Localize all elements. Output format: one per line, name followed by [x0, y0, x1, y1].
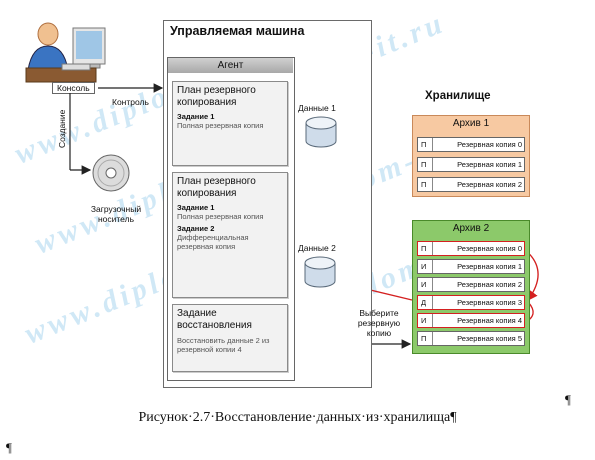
backup-type: И	[421, 316, 427, 325]
backup-name: Резервная копия 1	[432, 260, 524, 273]
data1-label: Данные 1	[298, 103, 336, 113]
archive1-backup-2: П Резервная копия 2	[417, 177, 525, 192]
console-label: Консоль	[52, 82, 95, 94]
data2-label: Данные 2	[298, 243, 336, 253]
backup-name: Резервная копия 0	[432, 138, 524, 151]
backup-plan-2: План резервного копирования Задание 1 По…	[172, 172, 288, 298]
archive2-backup-3: Д Резервная копия 3	[417, 295, 525, 310]
plan2-task1: Задание 1	[177, 203, 215, 212]
archive-1: Архив 1 П Резервная копия 0 П Резервная …	[412, 115, 530, 197]
backup-type: П	[421, 140, 427, 149]
backup-type: И	[421, 280, 427, 289]
archive2-backup-2: И Резервная копия 2	[417, 277, 525, 292]
archive1-backup-1: П Резервная копия 1	[417, 157, 525, 172]
restore-task: Задание восстановления Восстановить данн…	[172, 304, 288, 372]
archive2-title: Архив 2	[452, 223, 490, 234]
backup-name: Резервная копия 1	[432, 158, 524, 171]
plan2-task2-desc: Дифференциальная резервная копия	[177, 233, 249, 251]
restore-desc: Восстановить данные 2 из резервной копии…	[177, 336, 270, 354]
archive-2: Архив 2 П Резервная копия 0 И Резервная …	[412, 220, 530, 354]
pilcrow-mark: ¶	[565, 392, 571, 407]
backup-type: Д	[421, 298, 427, 307]
figure-caption: Рисунок·2.7·Восстановление·данных·из·хра…	[138, 410, 457, 425]
backup-name: Резервная копия 3	[432, 296, 524, 309]
select-backup-label: Выберите резервную копию	[357, 308, 401, 338]
backup-plan-1: План резервного копирования Задание 1 По…	[172, 81, 288, 166]
plan1-task1-desc: Полная резервная копия	[177, 121, 264, 130]
boot-disc-icon	[92, 154, 130, 192]
database-icon	[304, 256, 336, 288]
backup-name: Резервная копия 0	[432, 242, 524, 255]
plan2-task1-desc: Полная резервная копия	[177, 212, 264, 221]
backup-type: П	[421, 334, 427, 343]
backup-name: Резервная копия 2	[432, 278, 524, 291]
storage-title: Хранилище	[425, 90, 491, 102]
archive2-backup-5: П Резервная копия 5	[417, 331, 525, 346]
plan1-title: План резервного копирования	[177, 85, 256, 108]
plan2-title: План резервного копирования	[177, 176, 256, 199]
pilcrow-mark: ¶	[6, 440, 12, 455]
backup-type: П	[421, 244, 427, 253]
machine-title: Управляемая машина	[170, 24, 305, 38]
archive2-backup-0: П Резервная копия 0	[417, 241, 525, 256]
user-at-computer-icon	[25, 22, 106, 83]
backup-name: Резервная копия 5	[432, 332, 524, 345]
agent-header: Агент	[168, 58, 293, 73]
backup-type: И	[421, 262, 427, 271]
backup-type: П	[421, 160, 427, 169]
plan1-task1: Задание 1	[177, 112, 215, 121]
archive1-backup-0: П Резервная копия 0	[417, 137, 525, 152]
backup-name: Резервная копия 4	[432, 314, 524, 327]
control-label: Контроль	[112, 97, 149, 107]
restore-title: Задание восстановления	[177, 308, 252, 331]
backup-type: П	[421, 180, 427, 189]
archive2-backup-1: И Резервная копия 1	[417, 259, 525, 274]
plan2-task2: Задание 2	[177, 224, 215, 233]
database-icon	[305, 116, 337, 148]
boot-media-label: Загрузочный носитель	[90, 204, 142, 224]
archive1-title: Архив 1	[452, 118, 490, 129]
backup-name: Резервная копия 2	[432, 178, 524, 191]
archive2-backup-4: И Резервная копия 4	[417, 313, 525, 328]
create-label: Создание	[57, 109, 67, 148]
